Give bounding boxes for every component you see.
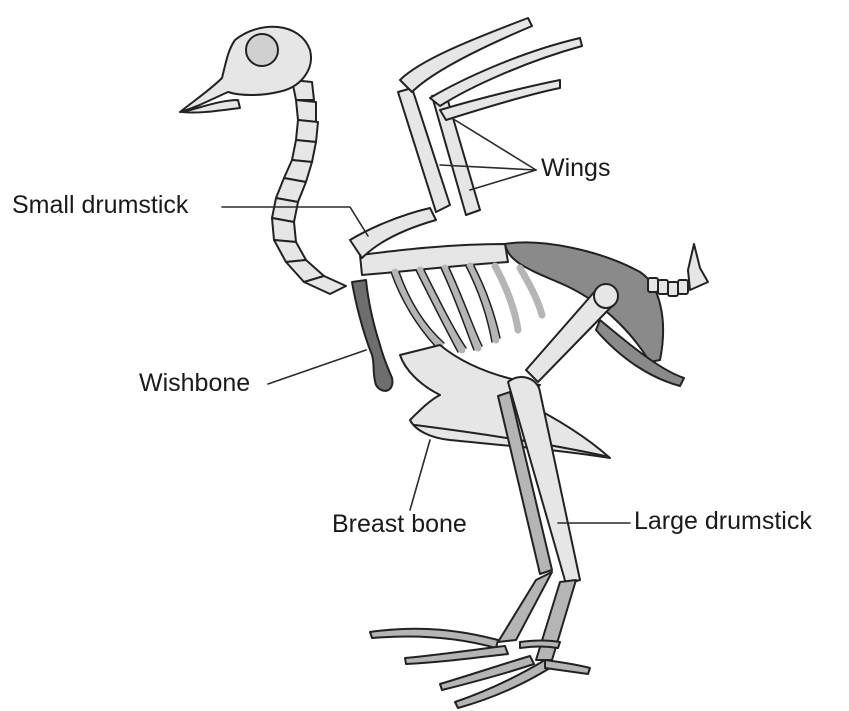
hip-joint <box>594 284 618 308</box>
label-small-drumstick: Small drumstick <box>12 193 188 218</box>
wishbone <box>352 280 392 391</box>
leader-wings-1 <box>455 120 536 170</box>
label-breast-bone: Breast bone <box>332 512 467 537</box>
label-wishbone: Wishbone <box>139 371 250 396</box>
leader-wishbone <box>268 350 366 384</box>
neck-vertebrae <box>272 80 346 294</box>
rib-outlines <box>391 266 500 352</box>
leader-breast-bone <box>410 440 430 510</box>
wing-bones <box>398 18 582 215</box>
leader-wings-3 <box>470 170 536 190</box>
tail-vertebrae <box>648 244 708 296</box>
toes <box>370 629 590 708</box>
spine <box>360 244 508 275</box>
label-wings: Wings <box>541 156 610 181</box>
eye-socket <box>246 34 278 66</box>
label-large-drumstick: Large drumstick <box>634 509 812 534</box>
skull <box>180 27 311 112</box>
